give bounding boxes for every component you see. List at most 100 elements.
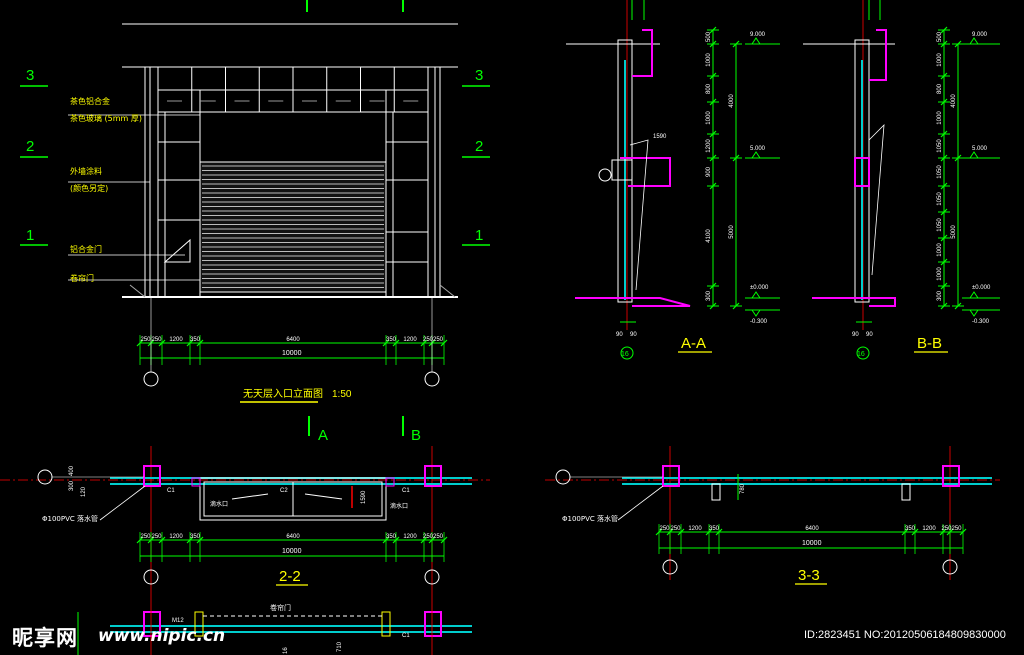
p22-label-c2: C2	[280, 488, 288, 494]
bb-level-5000: 5.000	[972, 146, 988, 152]
p22-dim-slash	[440, 536, 448, 544]
p33-dim-slash	[666, 528, 674, 536]
bb-vdim-text: 1000	[937, 53, 943, 67]
p22-dim-slash	[428, 536, 436, 544]
label-brown-aluminium: 茶色铝合金	[70, 96, 110, 106]
p33-dim-text: 350	[905, 526, 916, 532]
aa-vdim-slash	[709, 40, 717, 48]
bb-vdim-text: 300	[937, 290, 943, 301]
aa-vdim-text: 1000	[706, 111, 712, 125]
p33-dim-text: 1200	[688, 526, 702, 532]
bb-vdim-text: 1050	[937, 165, 943, 179]
bb-vdim-slash	[940, 40, 948, 48]
bp-dim-16: 16	[283, 647, 289, 654]
bb-vdim-text: 1050	[937, 139, 943, 153]
p22-dim-text: 1200	[169, 534, 183, 540]
p22-label-drip-left: 滴水口	[210, 500, 228, 508]
elevation-scale: 1:50	[332, 389, 352, 400]
bp-label-c1: C1	[402, 633, 410, 639]
p22-note-pipe: Φ100PVC 落水管	[42, 514, 98, 523]
aa-vdim-text: 800	[706, 83, 712, 94]
aa-level-9000: 9.000	[750, 32, 766, 38]
p22-dim-slash	[158, 536, 166, 544]
p22-label-c1-right: C1	[402, 488, 410, 494]
bb-vdim-text: 1000	[937, 243, 943, 257]
bb-vdim-slash	[940, 130, 948, 138]
bb-vdim-slash	[940, 26, 948, 34]
elev-dim-slash	[186, 339, 194, 347]
bb-vdim-slash	[940, 72, 948, 80]
p33-dim-780: 780	[740, 483, 746, 494]
bb-vdim-slash	[940, 98, 948, 106]
aa-vdim-slash	[709, 282, 717, 290]
elev-dim-text: 1200	[403, 337, 417, 343]
elev-dim-total: 10000	[282, 350, 302, 357]
aa-title: A-A	[681, 335, 706, 352]
aa-vdim-text: 300	[706, 290, 712, 301]
bb-level-0: ±0.000	[972, 285, 991, 291]
p33-dim-slash	[901, 528, 909, 536]
p22-dim-text: 350	[386, 534, 397, 540]
p22-dim-slash	[420, 536, 428, 544]
watermark-id: ID:2823451 NO:20120506184809830000	[804, 629, 1006, 641]
aa-level-0: ±0.000	[750, 285, 769, 291]
elev-dim-text: 350	[386, 337, 397, 343]
bb-r-vdim-slash	[954, 154, 962, 162]
elev-dim-text: 250	[423, 337, 434, 343]
bb-title: B-B	[917, 335, 942, 352]
p33-dim-text: 250	[670, 526, 681, 532]
p33-dim-slash	[911, 528, 919, 536]
p22-dim-slash	[382, 536, 390, 544]
aa-r-vdim-text: 4000	[729, 94, 735, 108]
elev-dim-slash	[158, 339, 166, 347]
bb-vdim-slash	[940, 208, 948, 216]
section-mark-b: B	[411, 427, 421, 444]
bb-vdim-slash	[940, 234, 948, 242]
level-3-right: 3	[475, 67, 483, 84]
bb-vdim-text: 500	[937, 31, 943, 42]
p33-dim-text: 250	[951, 526, 962, 532]
elev-dim-slash	[382, 339, 390, 347]
bb-vdim-slash	[940, 154, 948, 162]
bottom-plan-view: M12 卷帘门 C1 710 16	[77, 600, 472, 655]
p33-dim-slash	[959, 528, 967, 536]
p33-dim-text: 6400	[805, 526, 819, 532]
bb-vdim-slash	[940, 282, 948, 290]
label-aluminium-door: 铝合金门	[70, 244, 102, 254]
p22-dim-text: 250	[140, 534, 151, 540]
p22-dim-text: 6400	[286, 534, 300, 540]
bp-label-m12: M12	[172, 618, 184, 624]
aa-vdim-slash	[709, 302, 717, 310]
aa-vdim-slash	[709, 130, 717, 138]
aa-vdim-slash	[709, 26, 717, 34]
aa-vdim-slash	[709, 72, 717, 80]
elev-dim-text: 6400	[286, 337, 300, 343]
p33-dim-text: 250	[941, 526, 952, 532]
p22-dim-text: 250	[151, 534, 162, 540]
aa-level-5000: 5.000	[750, 146, 766, 152]
p33-dim-slash	[715, 528, 723, 536]
elev-dim-slash	[136, 339, 144, 347]
p22-dim-slash	[186, 536, 194, 544]
elev-dim-text: 250	[140, 337, 151, 343]
label-roller-door: 卷帘门	[70, 273, 94, 283]
aa-r-vdim-slash	[732, 40, 740, 48]
aa-r-vdim-text: 5000	[729, 225, 735, 239]
p33-dim-slash	[655, 528, 663, 536]
elev-dim-text: 1200	[169, 337, 183, 343]
p22-dim-total: 10000	[282, 548, 302, 555]
p33-dim-text: 1200	[922, 526, 936, 532]
aa-bottom-dim-2: 90	[630, 332, 637, 338]
bb-vdim-text: 1000	[937, 111, 943, 125]
bb-bottom-dim-2: 90	[866, 332, 873, 338]
p22-dim-slash	[392, 536, 400, 544]
aa-vdim-text: 1200	[706, 139, 712, 153]
elev-dim-slash	[196, 339, 204, 347]
level-2-right: 2	[475, 138, 483, 155]
aa-dim-1590: 1590	[653, 134, 667, 140]
p33-dim-text: 350	[709, 526, 720, 532]
bb-r-vdim-slash	[954, 302, 962, 310]
